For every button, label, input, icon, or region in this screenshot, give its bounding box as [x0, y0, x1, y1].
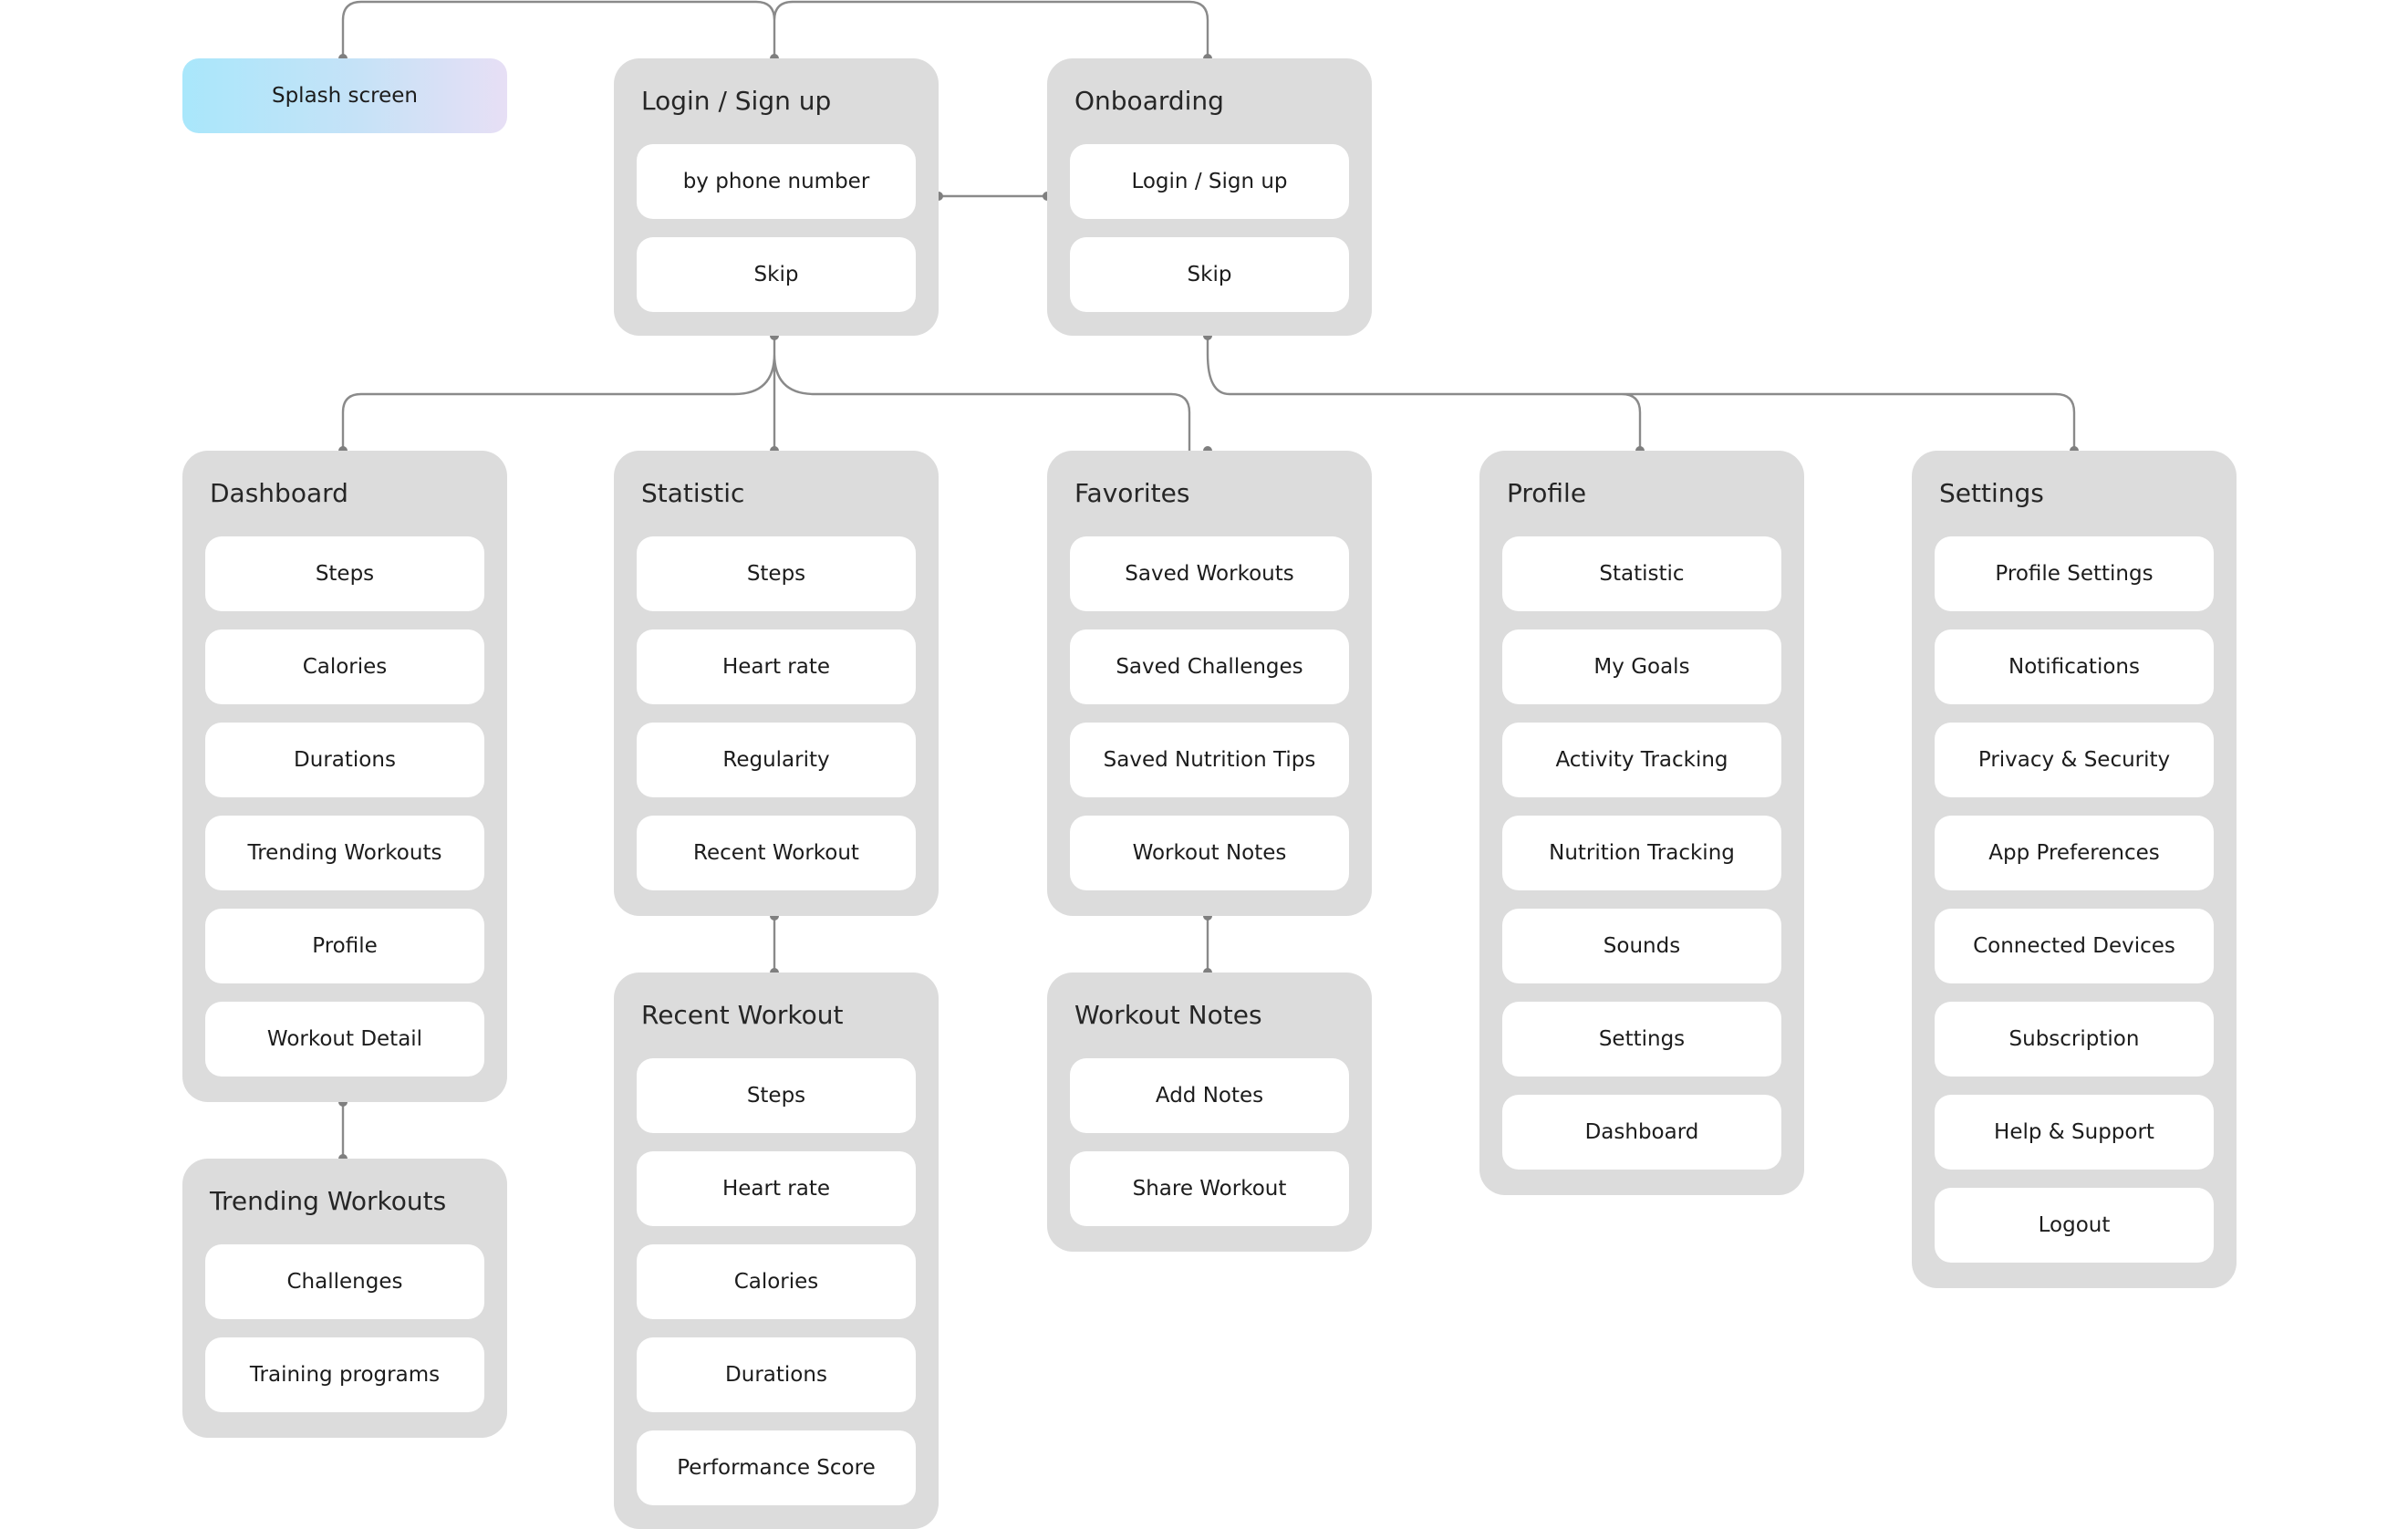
group-title: Profile [1507, 478, 1587, 508]
screen-node: Activity Tracking [1502, 723, 1781, 797]
profile-group: Profile Statistic My Goals Activity Trac… [1479, 451, 1804, 1195]
connector-onboarding-to-sections [1206, 336, 2076, 451]
screen-node: Skip [1070, 237, 1349, 312]
screen-node: Saved Challenges [1070, 629, 1349, 704]
screen-node: Logout [1935, 1188, 2214, 1263]
screen-node: Performance Score [637, 1430, 916, 1505]
screen-node: Profile Settings [1935, 536, 2214, 611]
screen-node: Help & Support [1935, 1095, 2214, 1170]
screen-node: Share Workout [1070, 1151, 1349, 1226]
screen-node: Heart rate [637, 1151, 916, 1226]
screen-node: App Preferences [1935, 816, 2214, 890]
screen-node: Dashboard [1502, 1095, 1781, 1170]
group-title: Login / Sign up [641, 86, 832, 116]
screen-node: Nutrition Tracking [1502, 816, 1781, 890]
group-title: Statistic [641, 478, 745, 508]
screen-node: Skip [637, 237, 916, 312]
group-title: Trending Workouts [210, 1186, 447, 1216]
screen-node: Sounds [1502, 909, 1781, 983]
screen-node: Subscription [1935, 1002, 2214, 1077]
screen-node: by phone number [637, 144, 916, 219]
connector-login-to-sections [341, 336, 1191, 451]
screen-node: Durations [205, 723, 484, 797]
screen-node: Workout Notes [1070, 816, 1349, 890]
screen-node: Saved Nutrition Tips [1070, 723, 1349, 797]
screen-node: Trending Workouts [205, 816, 484, 890]
splash-screen-node: Splash screen [182, 58, 507, 133]
recent-workout-group: Recent Workout Steps Heart rate Calories… [614, 973, 939, 1529]
screen-node: Challenges [205, 1244, 484, 1319]
screen-node: Training programs [205, 1337, 484, 1412]
screen-node: My Goals [1502, 629, 1781, 704]
screen-node: Saved Workouts [1070, 536, 1349, 611]
screen-node: Add Notes [1070, 1058, 1349, 1133]
screen-node: Regularity [637, 723, 916, 797]
screen-node: Connected Devices [1935, 909, 2214, 983]
screen-node: Workout Detail [205, 1002, 484, 1077]
favorites-group: Favorites Saved Workouts Saved Challenge… [1047, 451, 1372, 916]
group-title: Recent Workout [641, 1000, 844, 1030]
dashboard-group: Dashboard Steps Calories Durations Trend… [182, 451, 507, 1102]
group-title: Settings [1939, 478, 2044, 508]
screen-node: Calories [205, 629, 484, 704]
group-title: Workout Notes [1074, 1000, 1262, 1030]
screen-node: Durations [637, 1337, 916, 1412]
settings-group: Settings Profile Settings Notifications … [1912, 451, 2237, 1288]
screen-node: Steps [637, 536, 916, 611]
screen-node: Notifications [1935, 629, 2214, 704]
screen-node: Calories [637, 1244, 916, 1319]
group-title: Favorites [1074, 478, 1190, 508]
screen-node: Statistic [1502, 536, 1781, 611]
connector-top-bracket [341, 0, 1209, 58]
screen-node: Profile [205, 909, 484, 983]
screen-node: Login / Sign up [1070, 144, 1349, 219]
login-signup-group: Login / Sign up by phone number Skip [614, 58, 939, 336]
group-title: Onboarding [1074, 86, 1224, 116]
trending-workouts-group: Trending Workouts Challenges Training pr… [182, 1159, 507, 1438]
screen-node: Recent Workout [637, 816, 916, 890]
group-title: Dashboard [210, 478, 348, 508]
screen-node: Heart rate [637, 629, 916, 704]
screen-node: Steps [205, 536, 484, 611]
workout-notes-group: Workout Notes Add Notes Share Workout [1047, 973, 1372, 1252]
screen-node: Privacy & Security [1935, 723, 2214, 797]
screen-node: Steps [637, 1058, 916, 1133]
statistic-group: Statistic Steps Heart rate Regularity Re… [614, 451, 939, 916]
screen-node: Settings [1502, 1002, 1781, 1077]
onboarding-group: Onboarding Login / Sign up Skip [1047, 58, 1372, 336]
